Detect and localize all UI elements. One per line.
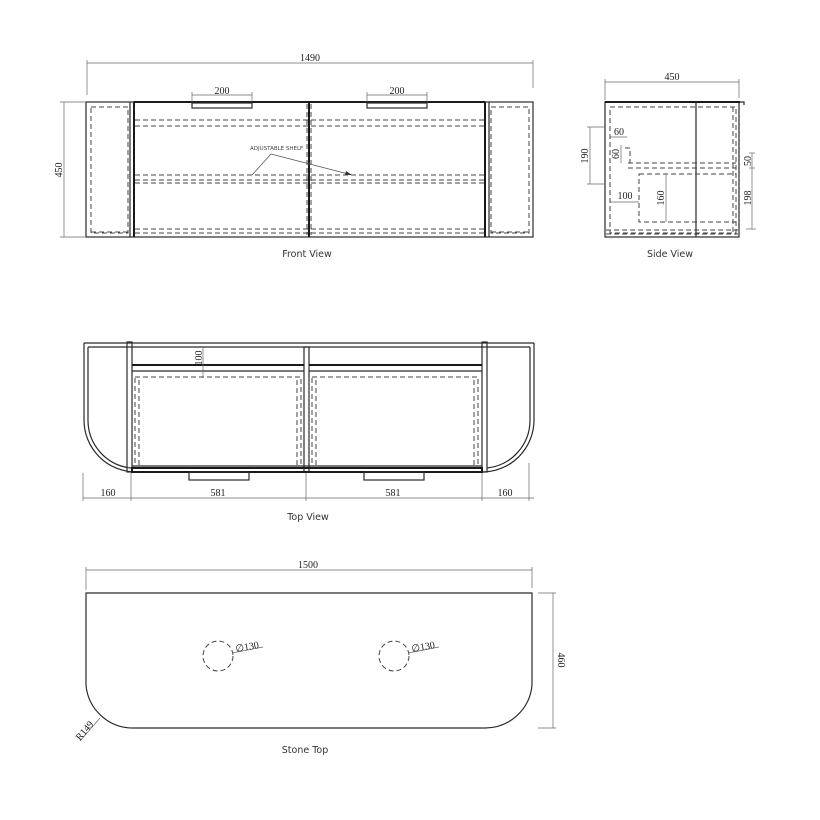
top-dim-left-160: 160 [101, 488, 116, 499]
side-view-caption: Side View [647, 249, 693, 260]
stone-height-dim: 460 [555, 653, 566, 668]
side-dim-60-vertical: 60 [611, 149, 622, 159]
stone-radius-dim: R149 [74, 719, 96, 743]
stone-top-caption: Stone Top [282, 745, 328, 756]
top-dim-right-581: 581 [386, 488, 401, 499]
top-dim-100: 100 [194, 351, 205, 366]
stone-width-dim: 1500 [298, 560, 318, 571]
hole-left-dim: ∅130 [235, 640, 260, 655]
side-dim-190: 190 [580, 149, 591, 164]
hole-right-dim: ∅130 [411, 640, 436, 655]
front-view: 1490 450 [54, 53, 534, 260]
side-view: 450 190 60 60 100 160 50 [580, 72, 756, 260]
side-dim-50: 50 [743, 156, 754, 166]
side-dim-100: 100 [618, 191, 633, 202]
handle-right-dim: 200 [390, 86, 405, 97]
top-dim-right-160: 160 [498, 488, 513, 499]
side-dim-198: 198 [743, 191, 754, 206]
side-dim-160: 160 [656, 191, 667, 206]
front-width-dim: 1490 [300, 53, 320, 64]
side-dim-60-horizontal: 60 [614, 127, 624, 138]
adjustable-shelf-note: ADJUSTABLE SHELF [250, 146, 303, 152]
side-width-dim: 450 [665, 72, 680, 83]
handle-left-dim: 200 [215, 86, 230, 97]
stone-top-view: 1500 ∅130 ∅130 460 R149 Stone Top [74, 560, 566, 756]
top-view-caption: Top View [286, 512, 329, 523]
front-height-dim: 450 [54, 163, 65, 178]
top-view: 100 160 581 581 160 Top View [82, 341, 535, 523]
top-dim-left-581: 581 [211, 488, 226, 499]
front-view-caption: Front View [282, 249, 332, 260]
